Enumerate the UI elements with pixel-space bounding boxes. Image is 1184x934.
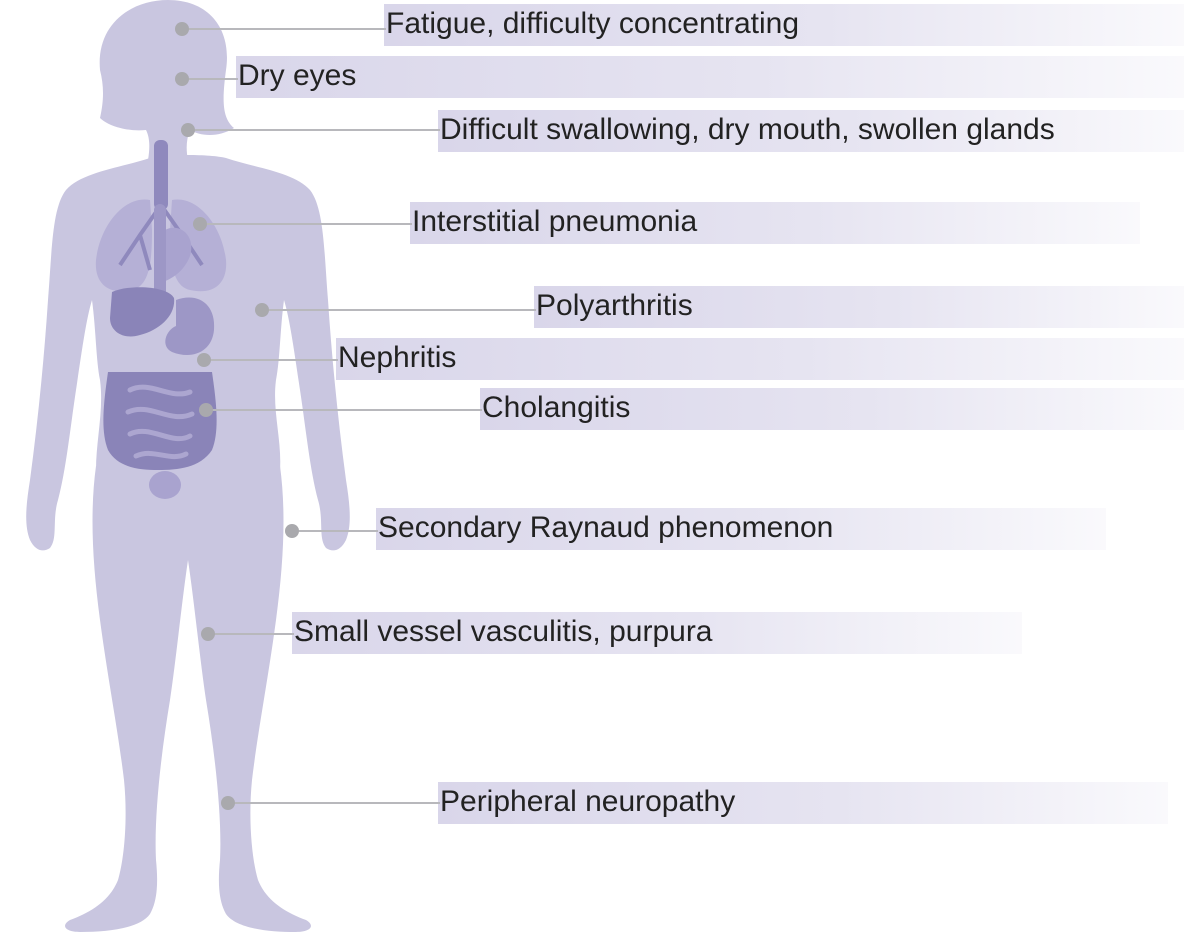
symptom-swallowing: Difficult swallowing, dry mouth, swollen…	[438, 110, 1184, 152]
symptom-label: Secondary Raynaud phenomenon	[378, 508, 833, 550]
symptom-label: Difficult swallowing, dry mouth, swollen…	[440, 110, 1055, 152]
leader-line-neuropathy	[228, 802, 440, 804]
anchor-dot-kidney	[197, 353, 211, 367]
leader-line-swallowing	[188, 129, 440, 131]
symptom-label: Interstitial pneumonia	[412, 202, 697, 244]
symptom-label: Fatigue, difficulty concentrating	[386, 4, 799, 46]
anchor-dot-eyes	[175, 72, 189, 86]
symptom-dry-eyes: Dry eyes	[236, 56, 1184, 98]
symptom-label: Nephritis	[338, 338, 456, 380]
anchor-dot-mouth	[181, 123, 195, 137]
symptom-raynaud: Secondary Raynaud phenomenon	[376, 508, 1106, 550]
leader-line-vasculitis	[208, 633, 294, 635]
symptom-label: Dry eyes	[238, 56, 356, 98]
symptom-vasculitis: Small vessel vasculitis, purpura	[292, 612, 1022, 654]
symptom-cholangitis: Cholangitis	[480, 388, 1184, 430]
label-highlight	[236, 56, 1184, 98]
label-highlight	[336, 338, 1184, 380]
anchor-dot-head	[175, 22, 189, 36]
leader-line-pneumonia	[200, 223, 412, 225]
leader-line-polyarthritis	[262, 309, 536, 311]
symptom-label: Cholangitis	[482, 388, 630, 430]
leader-line-fatigue	[182, 28, 386, 30]
anchor-dot-elbow	[255, 303, 269, 317]
symptom-label: Small vessel vasculitis, purpura	[294, 612, 713, 654]
symptom-pneumonia: Interstitial pneumonia	[410, 202, 1140, 244]
symptom-nephritis: Nephritis	[336, 338, 1184, 380]
leader-line-cholangitis	[206, 409, 482, 411]
anchor-dot-bile-duct	[199, 403, 213, 417]
leader-line-raynaud	[292, 530, 378, 532]
symptom-label: Peripheral neuropathy	[440, 782, 735, 824]
leader-line-dry-eyes	[182, 78, 238, 80]
leader-line-nephritis	[204, 359, 338, 361]
symptom-polyarthritis: Polyarthritis	[534, 286, 1184, 328]
anchor-dot-thigh	[201, 627, 215, 641]
symptom-neuropathy: Peripheral neuropathy	[438, 782, 1168, 824]
anchor-dot-lower-leg	[221, 796, 235, 810]
symptom-label: Polyarthritis	[536, 286, 693, 328]
symptom-fatigue: Fatigue, difficulty concentrating	[384, 4, 1184, 46]
anchor-dot-hand	[285, 524, 299, 538]
anchor-dot-lungs	[193, 217, 207, 231]
